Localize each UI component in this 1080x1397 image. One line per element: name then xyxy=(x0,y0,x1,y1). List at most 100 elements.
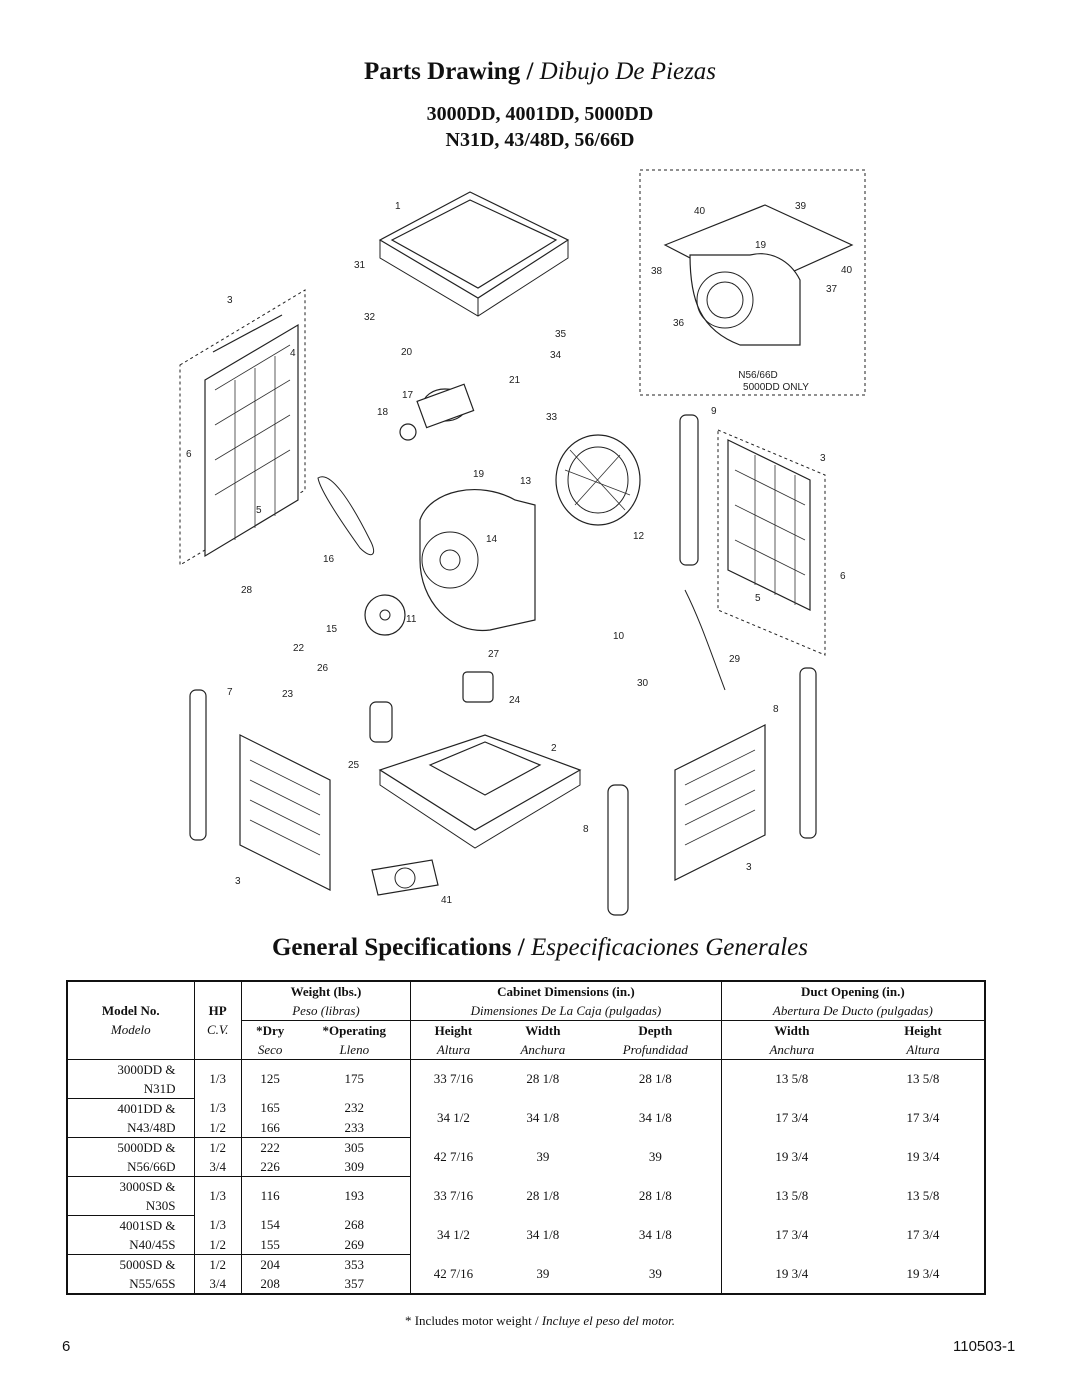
cab-width-header: Width xyxy=(525,1022,561,1038)
corner-post-parts xyxy=(189,414,817,916)
part-label-3a: 3 xyxy=(227,295,233,306)
part-label-9: 9 xyxy=(711,406,717,417)
footnote: * Includes motor weight / Incluye el pes… xyxy=(0,1313,1080,1329)
part-label-14: 14 xyxy=(486,534,498,545)
part-label-34: 34 xyxy=(550,350,562,361)
table-row: 5000SD & 1/2 204 353 42 7/16 39 39 19 3/… xyxy=(67,1254,985,1294)
operating-cell: 305 xyxy=(344,1139,365,1155)
duct-header: Duct Opening (in.) xyxy=(720,981,985,1001)
part-label-40b: 40 xyxy=(841,265,853,276)
specifications-table: Weight (lbs.) Cabinet Dimensions (in.) D… xyxy=(66,980,986,1295)
part-label-40a: 40 xyxy=(694,206,706,217)
footnote-en: * Includes motor weight / xyxy=(404,1313,539,1328)
operating-cell: 309 xyxy=(298,1157,411,1177)
model-cell: N31D xyxy=(67,1079,195,1099)
part-label-35: 35 xyxy=(555,329,567,340)
inset-box: N56/66D 5000DD ONLY xyxy=(639,169,866,396)
hp-cell: 1/3 xyxy=(193,1098,242,1118)
model-cell: 3000SD & xyxy=(119,1178,176,1194)
part-label-13: 13 xyxy=(520,476,532,487)
right-pad-frame-part xyxy=(717,429,826,656)
part-label-3c: 3 xyxy=(235,876,241,887)
lleno-header: Lleno xyxy=(298,1040,411,1060)
duct-width-cell: 13 5/8 xyxy=(720,1059,862,1099)
inset-note-line-1: N56/66D xyxy=(738,370,777,381)
part-label-38: 38 xyxy=(651,266,663,277)
part-labels: 1 2 3 3 3 3 4 5 5 6 6 7 8 8 9 10 11 12 1… xyxy=(186,201,853,906)
cab-depth-header: Depth xyxy=(638,1022,673,1038)
cab-depth-cell: 28 1/8 xyxy=(638,1188,672,1203)
operating-cell: 193 xyxy=(344,1188,365,1204)
table-row: 4001SD & 1/3 154 268 34 1/2 34 1/8 34 1/… xyxy=(67,1215,985,1255)
inset-note-line-2: 5000DD ONLY xyxy=(743,382,809,393)
modelo-header: Modelo xyxy=(110,1022,151,1038)
duct-height-cell: 13 5/8 xyxy=(906,1071,940,1087)
cab-depth-cell: 34 1/8 xyxy=(638,1110,672,1125)
operating-header: *Operating xyxy=(322,1022,387,1038)
header-row-1: Weight (lbs.) Cabinet Dimensions (in.) D… xyxy=(67,981,985,1001)
duct-height-cell: 19 3/4 xyxy=(906,1265,940,1281)
model-cell: 5000DD & xyxy=(117,1139,176,1155)
cab-depth-cell: 28 1/8 xyxy=(638,1071,672,1087)
table-row: 4001DD & 1/3 165 232 34 1/2 34 1/8 34 1/… xyxy=(67,1098,985,1138)
model-cell: N55/65S xyxy=(129,1275,176,1291)
part-label-16: 16 xyxy=(323,554,335,565)
models-line-2: N31D, 43/48D, 56/66D xyxy=(445,129,635,151)
duct-height-header: Height xyxy=(904,1022,942,1038)
dry-cell: 208 xyxy=(240,1274,299,1294)
part-label-5a: 5 xyxy=(256,505,262,516)
duct-altura-header: Altura xyxy=(861,1040,985,1060)
part-label-31: 31 xyxy=(354,260,366,271)
cab-width-cell: 39 xyxy=(536,1149,550,1164)
model-cell: N43/48D xyxy=(67,1118,195,1138)
duct-height-cell: 19 3/4 xyxy=(906,1149,940,1164)
header-row-4: Seco Lleno Altura Anchura Profundidad An… xyxy=(67,1040,985,1060)
motor-part xyxy=(399,383,475,441)
cab-height-cell: 34 1/2 xyxy=(410,1098,496,1138)
part-label-32: 32 xyxy=(364,312,376,323)
duct-height-cell: 17 3/4 xyxy=(906,1110,940,1125)
model-cell: 5000SD & xyxy=(119,1256,176,1272)
part-label-10: 10 xyxy=(613,631,625,642)
dry-cell: 226 xyxy=(240,1157,299,1177)
cab-height-cell: 42 7/16 xyxy=(410,1137,496,1177)
operating-cell: 232 xyxy=(344,1100,365,1116)
cab-height-header: Height xyxy=(410,1020,496,1040)
top-cover-part xyxy=(378,191,570,317)
operating-cell: 175 xyxy=(344,1071,365,1087)
general-specs-title: General Specifications / Especificacione… xyxy=(0,934,1080,962)
altura-header: Altura xyxy=(410,1040,496,1060)
cab-height-cell: 33 7/16 xyxy=(410,1176,496,1216)
blower-wheel-part xyxy=(555,434,641,526)
table-row: N55/65S 3/4 208 357 xyxy=(67,1274,985,1294)
dry-cell: 155 xyxy=(240,1235,299,1255)
cv-header: C.V. xyxy=(193,1020,242,1040)
part-label-4: 4 xyxy=(290,348,296,359)
part-label-29: 29 xyxy=(729,654,741,665)
hp-cell: 1/3 xyxy=(193,1059,242,1099)
bottom-pan-part xyxy=(378,734,582,849)
duct-width-cell: 17 3/4 xyxy=(720,1215,862,1255)
hp-cell: 1/3 xyxy=(193,1176,242,1216)
part-label-18: 18 xyxy=(377,407,389,418)
seco-header: Seco xyxy=(240,1040,299,1060)
profundidad-header: Profundidad xyxy=(589,1040,722,1060)
part-label-21: 21 xyxy=(509,375,521,386)
part-label-24: 24 xyxy=(509,695,521,706)
part-label-39: 39 xyxy=(795,201,807,212)
left-louver-part xyxy=(239,734,331,891)
part-label-19b: 19 xyxy=(755,240,767,251)
model-cell: N40/45S xyxy=(67,1235,195,1255)
part-label-8a: 8 xyxy=(773,704,779,715)
cab-width-cell: 34 1/8 xyxy=(526,1227,560,1242)
part-label-5b: 5 xyxy=(755,593,761,604)
model-cell: 4001SD & xyxy=(119,1217,176,1233)
part-label-12: 12 xyxy=(633,531,645,542)
dry-cell: 222 xyxy=(240,1137,299,1157)
duct-height-cell: 13 5/8 xyxy=(906,1188,940,1203)
weight-header: Weight (lbs.) xyxy=(240,981,411,1001)
hp-cell: 3/4 xyxy=(193,1157,242,1177)
cab-width-cell: 28 1/8 xyxy=(526,1188,560,1203)
part-label-25: 25 xyxy=(348,760,360,771)
right-louver-part xyxy=(674,724,766,881)
